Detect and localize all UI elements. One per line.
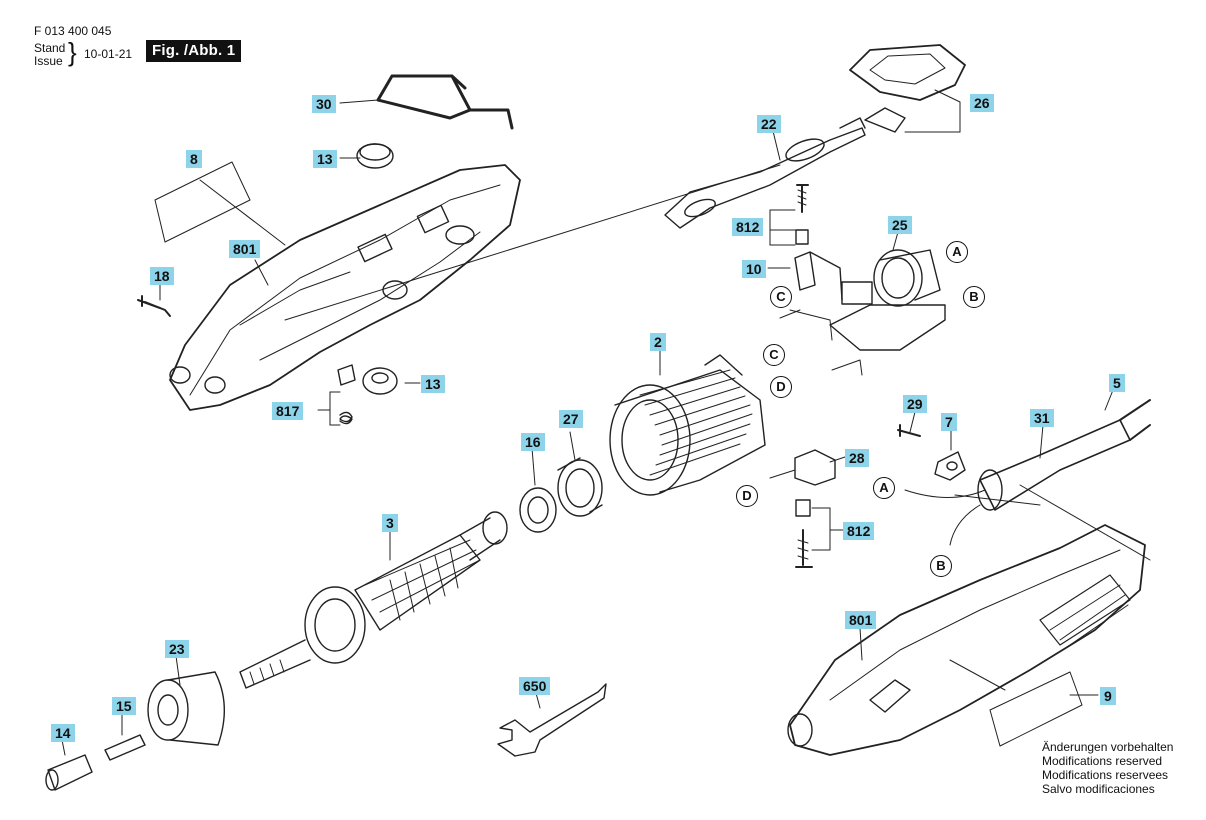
part-label-801-right: 801 [845,611,877,629]
connector-c-left: C [770,286,792,308]
part-label-22: 22 [757,115,781,133]
part-label-13-bottom: 13 [421,375,445,393]
part-label-812-bottom: 812 [843,522,875,540]
connector-b-top: B [963,286,985,308]
part-label-812-top: 812 [732,218,764,236]
connector-c-stator: C [763,344,785,366]
connector-d-lower: D [736,485,758,507]
part-label-16: 16 [521,433,545,451]
part-label-9: 9 [1100,687,1116,705]
part-label-28: 28 [845,449,869,467]
note-line: Änderungen vorbehalten [1042,740,1174,754]
note-line: Modifications reservees [1042,768,1169,782]
part-label-31: 31 [1030,409,1054,427]
part-label-801-left: 801 [229,240,261,258]
part-label-8: 8 [186,150,202,168]
part-label-18: 18 [150,267,174,285]
stand-label: Stand [34,41,66,55]
note-line: Salvo modificaciones [1042,782,1155,796]
part-label-3: 3 [382,514,398,532]
note-line: Modifications reserved [1042,754,1163,768]
issue-date: 10-01-21 [84,47,133,61]
part-label-29: 29 [903,395,927,413]
connector-b-lower: B [930,555,952,577]
part-label-23: 23 [165,640,189,658]
part-label-27: 27 [559,410,583,428]
part-label-25: 25 [888,216,912,234]
part-label-13-top: 13 [313,150,337,168]
part-label-14: 14 [51,724,75,742]
figure-badge: Fig. /Abb. 1 [146,40,242,62]
part-label-26: 26 [970,94,994,112]
part-label-7: 7 [941,413,957,431]
part-label-817: 817 [272,402,304,420]
part-label-2: 2 [650,333,666,351]
issue-label: Issue [34,54,63,68]
part-label-5: 5 [1109,374,1125,392]
part-label-30: 30 [312,95,336,113]
doc-number: F 013 400 045 [34,24,112,38]
part-label-650: 650 [519,677,551,695]
brace-glyph: } [68,37,77,67]
part-label-10: 10 [742,260,766,278]
connector-a-lower: A [873,477,895,499]
modification-notes: Änderungen vorbehalten Modifications res… [1042,740,1173,796]
connector-d-stator: D [770,376,792,398]
part-label-15: 15 [112,697,136,715]
connector-a-top: A [946,241,968,263]
